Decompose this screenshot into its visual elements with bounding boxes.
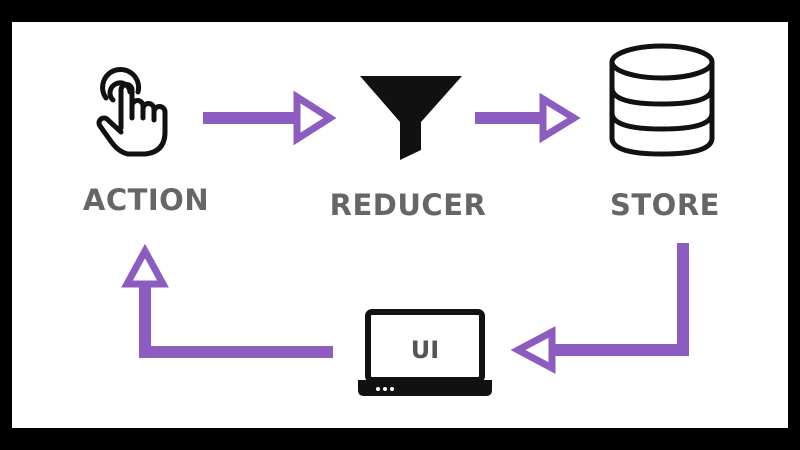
database-icon (609, 43, 715, 157)
label-action: ACTION (82, 183, 210, 217)
label-ui: UI (410, 336, 440, 364)
arrow-ui-to-action (121, 243, 333, 358)
arrow-action-to-reducer (203, 90, 337, 146)
arrow-reducer-to-store (475, 92, 581, 144)
label-store: STORE (610, 188, 720, 222)
funnel-icon (360, 76, 462, 160)
arrow-store-to-ui (510, 243, 689, 374)
laptop-icon (358, 309, 492, 396)
hand-tap-icon (96, 67, 168, 157)
label-reducer: REDUCER (329, 188, 487, 222)
